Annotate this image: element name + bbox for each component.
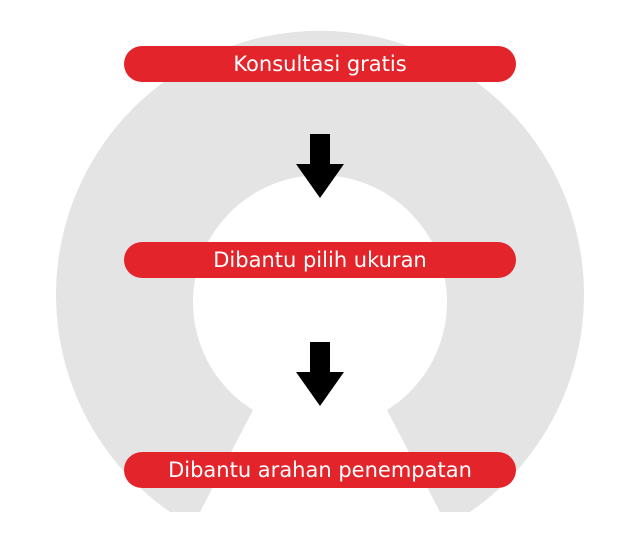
step-1-pill: Konsultasi gratis <box>124 46 516 82</box>
step-2-pill: Dibantu pilih ukuran <box>124 242 516 278</box>
step-3-pill: Dibantu arahan penempatan <box>124 452 516 488</box>
arrow-down-icon <box>296 342 344 406</box>
keyhole-ring <box>56 30 584 513</box>
arrow-down-icon <box>296 134 344 198</box>
arrow-down-shape <box>296 342 344 406</box>
arrow-down-shape <box>296 134 344 198</box>
